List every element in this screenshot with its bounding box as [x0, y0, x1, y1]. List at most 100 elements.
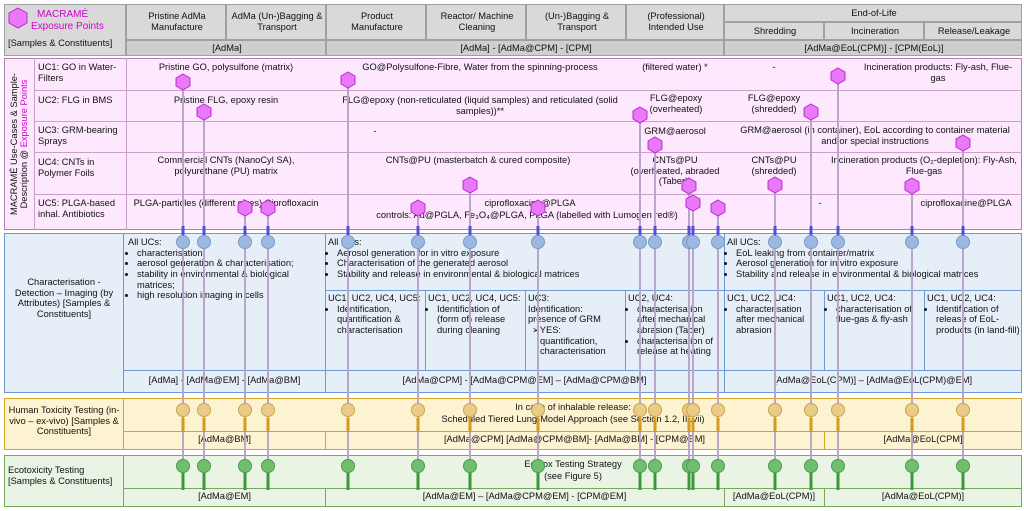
char-samples-adma: [AdMa] - [AdMa@EM] - [AdMa@BM]: [148, 375, 301, 385]
uc5-label: UC5: PLGA-based inhal. Antibiotics: [38, 198, 115, 219]
col-divider: [724, 488, 725, 507]
ecotox-text1: Ecotox Testing Strategy: [524, 459, 622, 469]
phase-unbagging: (Un-)Bagging & Transport: [526, 4, 626, 40]
arrow-icon: ➢: [532, 325, 540, 336]
title-macrame: MACRAMÉ: [37, 9, 89, 20]
ecotox-samples-adma: [AdMa@EM]: [198, 491, 251, 501]
uc4-shredding: CNTs@PU (shredded): [751, 155, 797, 176]
uc3-product: -: [373, 126, 377, 136]
title-samples: [Samples & Constituents]: [8, 38, 113, 48]
uc5-shredding: -: [818, 198, 822, 208]
human-tox-text2: Scheduled Tiered Lung-Model Approach (se…: [441, 414, 705, 424]
eol-all-ucs: All UCs: EoL leaking from container/matr…: [727, 237, 1020, 280]
uc3-eol: GRM@aerosol (in container), EoL accordin…: [740, 125, 1010, 146]
char-sub6: UC1, UC2, UC4: characterisation of flue-…: [827, 293, 922, 325]
phase-samples-cpm: [AdMa] - [AdMa@CPM] - [CPM]: [326, 40, 724, 56]
phase-shredding: Shredding: [724, 22, 824, 40]
uc1-shredding: -: [772, 62, 776, 72]
use-case-section: [4, 58, 1022, 230]
uc2-product: FLG@epoxy (non-reticulated (liquid sampl…: [342, 95, 618, 116]
human-tox-samples-cpm: [AdMa@CPM] [AdMa@CPM@BM]- [AdMa@BM] - [C…: [443, 434, 706, 444]
row-divider: [124, 431, 1022, 432]
title-cell: MACRAMÉ Exposure Points [Samples & Const…: [4, 4, 126, 56]
human-tox-label: Human Toxicity Testing (in-vivo – ex-viv…: [8, 405, 120, 437]
uc5-pristine: PLGA-particles (different sizes) Ciprofl…: [133, 198, 319, 208]
ecotox-label-cell: Ecotoxicity Testing [Samples & Constitue…: [4, 455, 124, 507]
char-sub1: UC1, UC2, UC4, UC5: Identification, quan…: [328, 293, 423, 336]
uc3-professional: GRM@aerosol: [644, 126, 706, 136]
col-divider: [824, 488, 825, 507]
human-tox-samples-eol: [AdMa@EoL(CPM]: [883, 434, 963, 444]
phase-reactor: Reactor/ Machine Cleaning: [426, 4, 526, 40]
uc4-pristine: Commercial CNTs (NanoCyl SA), polyuretha…: [157, 155, 295, 176]
ecotox-samples-cpm: [AdMa@EM] – [AdMa@CPM@EM] - [CPM@EM]: [422, 491, 627, 501]
uc4-label: UC4: CNTs in Polymer Foils: [38, 157, 95, 178]
char-samples-cpm: [AdMa@CPM] - [AdMa@CPM@EM] – [AdMa@CPM@B…: [402, 375, 647, 385]
phase-incineration: Incineration: [824, 22, 924, 40]
col-divider: [525, 290, 526, 370]
characterisation-label: Characterisation - Detection – Imaging (…: [14, 277, 114, 320]
ecotox-section: [4, 455, 1022, 507]
human-tox-label-cell: Human Toxicity Testing (in-vivo – ex-viv…: [4, 398, 124, 450]
ecotox-samples-eol1: [AdMa@EoL(CPM)]: [732, 491, 816, 501]
human-tox-text1: In case of inhalable release:: [515, 402, 631, 412]
row-divider: [34, 90, 1022, 91]
adma-all-ucs: All UCs: characterisation;aerosol genera…: [128, 237, 322, 301]
characterisation-label-cell: Characterisation - Detection – Imaging (…: [4, 233, 124, 393]
uc1-incineration: Incineration products: Fly-ash, Flue-gas: [863, 62, 1013, 83]
phase-samples-adma: [AdMa]: [126, 40, 326, 56]
uc2-label: UC2: FLG in BMS: [38, 95, 113, 105]
use-case-side-label: MACRAMÉ Use-Cases & Sample-Description @…: [4, 58, 34, 230]
hexagon-legend-icon: [8, 7, 28, 29]
row-divider: [124, 488, 1022, 489]
row-divider: [325, 290, 1022, 291]
row-divider: [34, 152, 1022, 153]
uc2-pristine: Pristine FLG, epoxy resin: [173, 95, 279, 105]
phase-adma-bagging: AdMa (Un-)Bagging & Transport: [226, 4, 326, 40]
col-divider: [325, 233, 326, 393]
cpm-all-ucs: All UCs: Aerosol generation for in vitro…: [328, 237, 722, 280]
side-label-pink: Exposure Points: [19, 79, 29, 148]
col-divider: [724, 233, 725, 393]
row-divider: [34, 121, 1022, 122]
human-tox-section: [4, 398, 1022, 450]
phase-release: Release/Leakage: [924, 22, 1022, 40]
uc1-professional: (filtered water) *: [642, 62, 708, 72]
phase-pristine: Pristine AdMa Manufacture: [126, 4, 226, 40]
col-divider: [625, 290, 626, 370]
ecotox-text2: (see Figure 5): [544, 471, 602, 481]
uc4-professional: CNTs@PU (overheated, abraded (Taber)): [630, 155, 720, 187]
char-sub4: UC2, UC4: characterisation after mechani…: [628, 293, 722, 357]
uc5-release: ciprofloxacine@PLGA: [920, 198, 1012, 208]
col-divider: [924, 290, 925, 370]
uc1-product: GO@Polysulfone-Fibre, Water from the spi…: [362, 62, 598, 72]
characterisation-section: [4, 233, 1022, 393]
human-tox-samples-adma: [AdMa@BM]: [198, 434, 251, 444]
col-divider: [425, 290, 426, 370]
phase-product: Product Manufacture: [326, 4, 426, 40]
uc5-product1: ciprofloxacine@PLGA: [484, 198, 576, 208]
col-divider: [824, 431, 825, 450]
phase-samples-eol: [AdMa@EoL(CPM)] - [CPM(EoL)]: [724, 40, 1022, 56]
ecotox-samples-eol2: [AdMa@EoL(CPM)]: [881, 491, 965, 501]
title-exposure-points: Exposure Points: [31, 21, 104, 32]
col-divider: [126, 58, 127, 230]
ecotox-label: Ecotoxicity Testing [Samples & Constitue…: [8, 465, 113, 486]
row-divider: [124, 370, 1022, 371]
uc1-pristine: Pristine GO, polysulfone (matrix): [158, 62, 294, 72]
col-divider: [34, 58, 35, 230]
phase-eol: End-of-Life: [724, 4, 1022, 22]
col-divider: [824, 290, 825, 370]
uc4-incineration: Incineration products (O₂-depletion): Fl…: [830, 155, 1017, 176]
uc1-label: UC1: GO in Water-Filters: [38, 62, 117, 83]
char-sub2: UC1, UC2, UC4, UC5: Identification of (f…: [428, 293, 523, 336]
col-divider: [325, 488, 326, 507]
uc3-label: UC3: GRM-bearing Sprays: [38, 125, 118, 146]
row-divider: [34, 194, 1022, 195]
uc2-professional: FLG@epoxy (overheated): [649, 93, 703, 114]
uc2-shredding: FLG@epoxy (shredded): [747, 93, 801, 114]
char-sub3: UC3: Identification: presence of GRM ➢YE…: [528, 293, 606, 357]
phase-professional: (Professional) Intended Use: [626, 4, 724, 40]
char-sub5: UC1, UC2, UC4: characterisation after me…: [727, 293, 822, 336]
